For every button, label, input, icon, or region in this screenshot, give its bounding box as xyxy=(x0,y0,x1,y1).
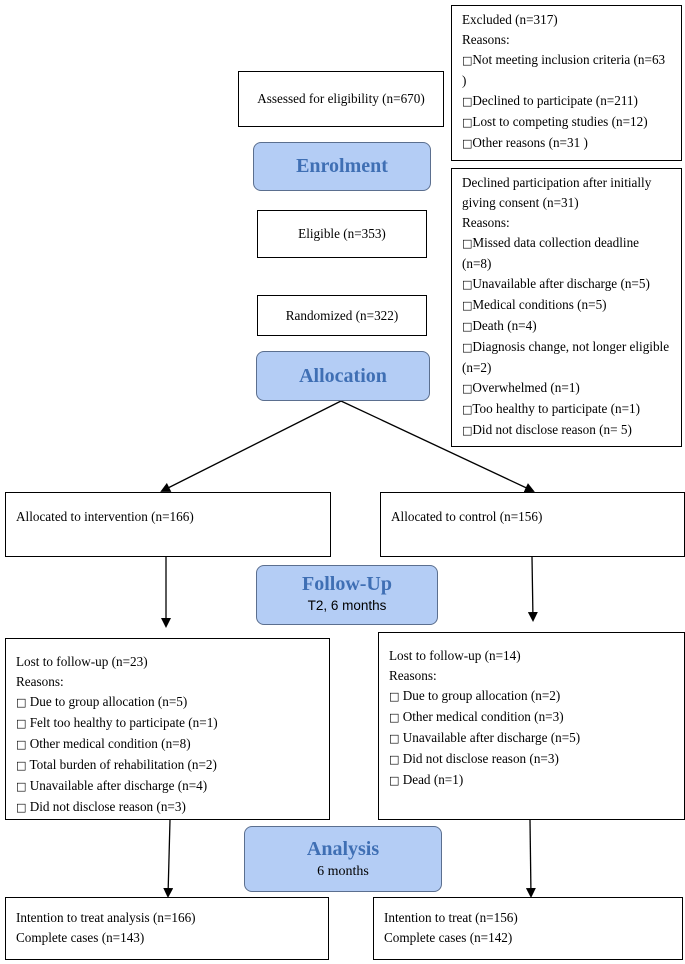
stage-analysis: Analysis 6 months xyxy=(244,826,442,892)
list-item: □ Other medical condition (n=3) xyxy=(389,709,564,724)
list-item: □Medical conditions (n=5) xyxy=(462,297,607,312)
list-item: □ Unavailable after discharge (n=5) xyxy=(389,730,581,745)
stage-enrolment: Enrolment xyxy=(253,142,431,191)
checkbox-icon: □ xyxy=(462,137,473,150)
excluded-reasons-list: □Not meeting inclusion criteria (n=63 ) … xyxy=(462,50,671,154)
checkbox-icon: □ xyxy=(462,382,473,395)
list-item: □Missed data collection deadline (n=8) xyxy=(462,235,640,271)
excluded-title: Excluded (n=317) xyxy=(462,12,558,27)
checkbox-icon: □ xyxy=(462,237,473,250)
list-item: □Overwhelmed (n=1) xyxy=(462,380,580,395)
checkbox-icon: □ xyxy=(389,711,400,724)
declined-after-consent-box: Declined participation after initially g… xyxy=(451,168,682,447)
checkbox-icon: □ xyxy=(16,738,27,751)
stage-allocation-title: Allocation xyxy=(299,364,387,387)
eligible-text: Eligible (n=353) xyxy=(298,226,386,241)
analysis-intervention-line1: Intention to treat analysis (n=166) xyxy=(16,910,196,925)
checkbox-icon: □ xyxy=(16,780,27,793)
list-item: □Not meeting inclusion criteria (n=63 ) xyxy=(462,52,666,88)
list-item: □ Unavailable after discharge (n=4) xyxy=(16,778,208,793)
analysis-control-box: Intention to treat (n=156) Complete case… xyxy=(373,897,683,960)
assessed-box: Assessed for eligibility (n=670) xyxy=(238,71,444,127)
checkbox-icon: □ xyxy=(462,54,473,67)
lost-intervention-list: □ Due to group allocation (n=5) □ Felt t… xyxy=(16,692,319,818)
list-item: □ Did not disclose reason (n=3) xyxy=(16,799,186,814)
checkbox-icon: □ xyxy=(16,696,27,709)
checkbox-icon: □ xyxy=(16,801,27,814)
checkbox-icon: □ xyxy=(389,753,400,766)
declined-reasons-label: Reasons: xyxy=(462,215,510,230)
checkbox-icon: □ xyxy=(462,341,473,354)
checkbox-icon: □ xyxy=(462,403,473,416)
analysis-control-line1: Intention to treat (n=156) xyxy=(384,910,518,925)
list-item: □ Did not disclose reason (n=3) xyxy=(389,751,559,766)
list-item: □Other reasons (n=31 ) xyxy=(462,135,588,150)
list-item: □ Total burden of rehabilitation (n=2) xyxy=(16,757,217,772)
analysis-intervention-box: Intention to treat analysis (n=166) Comp… xyxy=(5,897,329,960)
list-item: □Unavailable after discharge (n=5) xyxy=(462,276,650,291)
list-item: □Too healthy to participate (n=1) xyxy=(462,401,641,416)
assessed-text: Assessed for eligibility (n=670) xyxy=(257,91,425,106)
list-item: □Death (n=4) xyxy=(462,318,537,333)
lost-followup-intervention-box: Lost to follow-up (n=23) Reasons: □ Due … xyxy=(5,638,330,820)
analysis-intervention-line2: Complete cases (n=143) xyxy=(16,930,145,945)
stage-enrolment-title: Enrolment xyxy=(296,155,388,177)
list-item: □ Felt too healthy to participate (n=1) xyxy=(16,715,218,730)
lost-control-reasons-label: Reasons: xyxy=(389,668,437,683)
eligible-box: Eligible (n=353) xyxy=(257,210,427,258)
checkbox-icon: □ xyxy=(462,116,473,129)
checkbox-icon: □ xyxy=(389,690,400,703)
list-item: □ Due to group allocation (n=2) xyxy=(389,688,561,703)
stage-followup: Follow-Up T2, 6 months xyxy=(256,565,438,625)
allocated-intervention-box: Allocated to intervention (n=166) xyxy=(5,492,331,557)
checkbox-icon: □ xyxy=(462,278,473,291)
stage-followup-title: Follow-Up xyxy=(302,573,392,595)
checkbox-icon: □ xyxy=(462,95,473,108)
stage-analysis-title: Analysis xyxy=(306,838,380,860)
lost-intervention-title: Lost to follow-up (n=23) xyxy=(16,654,148,669)
checkbox-icon: □ xyxy=(16,717,27,730)
checkbox-icon: □ xyxy=(16,759,27,772)
list-item: □Lost to competing studies (n=12) xyxy=(462,114,648,129)
list-item: □Declined to participate (n=211) xyxy=(462,93,638,108)
stage-followup-subtitle: T2, 6 months xyxy=(307,598,387,613)
lost-intervention-reasons-label: Reasons: xyxy=(16,674,64,689)
allocated-intervention-text: Allocated to intervention (n=166) xyxy=(16,509,194,524)
lost-followup-control-box: Lost to follow-up (n=14) Reasons: □ Due … xyxy=(378,632,685,820)
lost-control-title: Lost to follow-up (n=14) xyxy=(389,648,521,663)
declined-reasons-list: □Missed data collection deadline (n=8) □… xyxy=(462,233,671,441)
analysis-control-line2: Complete cases (n=142) xyxy=(384,930,513,945)
excluded-reasons-label: Reasons: xyxy=(462,32,510,47)
list-item: □ Dead (n=1) xyxy=(389,772,464,787)
allocated-control-box: Allocated to control (n=156) xyxy=(380,492,685,557)
excluded-box: Excluded (n=317) Reasons: □Not meeting i… xyxy=(451,5,682,161)
checkbox-icon: □ xyxy=(389,774,400,787)
list-item: □Did not disclose reason (n= 5) xyxy=(462,422,632,437)
checkbox-icon: □ xyxy=(462,299,473,312)
randomized-text: Randomized (n=322) xyxy=(285,307,399,323)
stage-analysis-subtitle: 6 months xyxy=(317,864,369,879)
stage-allocation: Allocation xyxy=(256,351,430,401)
list-item: □ Due to group allocation (n=5) xyxy=(16,694,188,709)
checkbox-icon: □ xyxy=(389,732,400,745)
list-item: □Diagnosis change, not longer eligible (… xyxy=(462,339,670,375)
list-item: □ Other medical condition (n=8) xyxy=(16,736,191,751)
checkbox-icon: □ xyxy=(462,320,473,333)
allocated-control-text: Allocated to control (n=156) xyxy=(391,509,543,524)
declined-title: Declined participation after initially g… xyxy=(462,175,652,210)
lost-control-list: □ Due to group allocation (n=2) □ Other … xyxy=(389,686,674,791)
checkbox-icon: □ xyxy=(462,424,473,437)
randomized-box: Randomized (n=322) xyxy=(257,295,427,336)
